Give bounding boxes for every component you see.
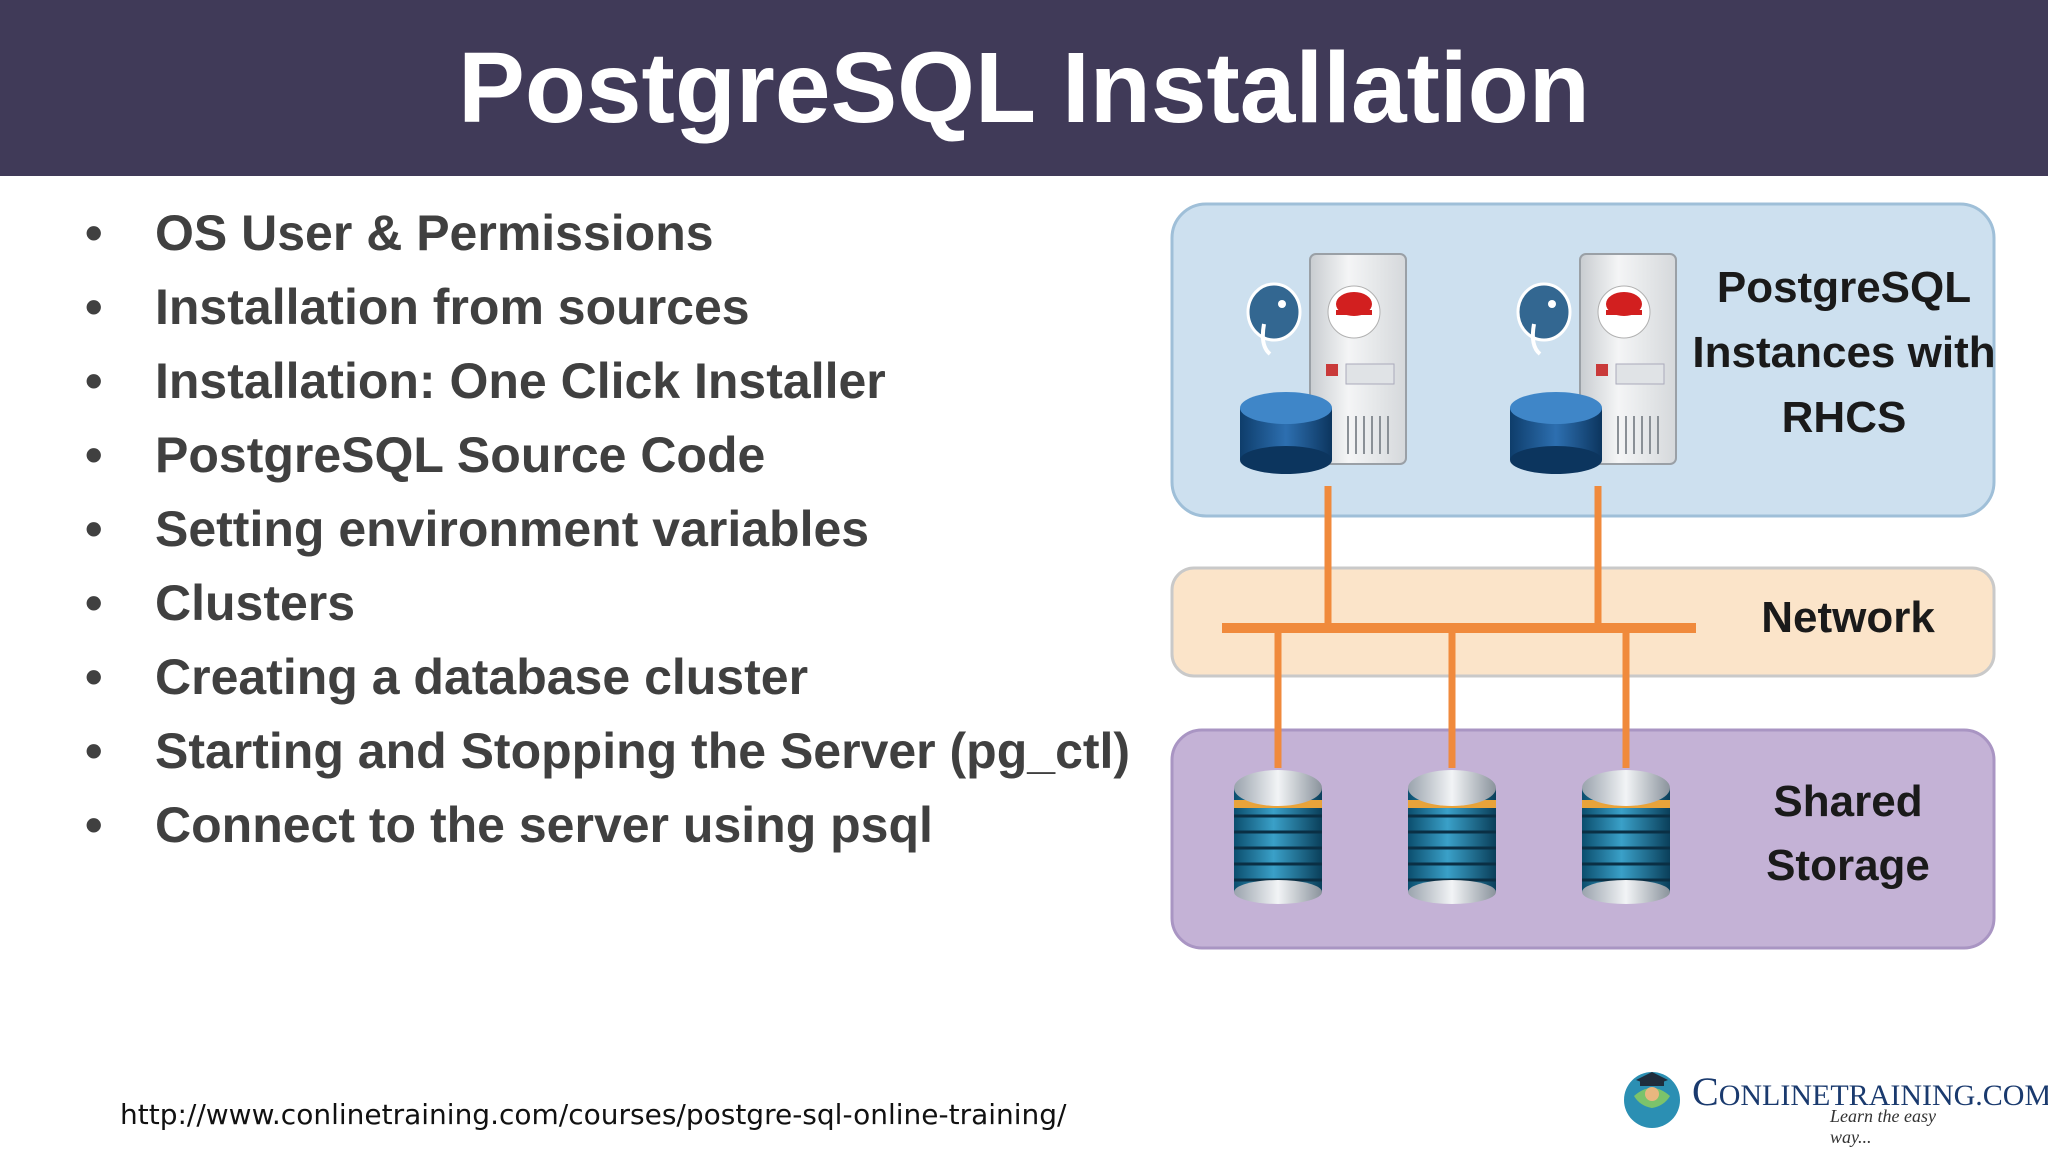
instances-label-line-3: RHCS bbox=[1782, 393, 1907, 442]
bullet-dot: • bbox=[85, 649, 103, 705]
instances-label-line-1: PostgreSQL bbox=[1717, 263, 1971, 312]
bullet-text: Installation: One Click Installer bbox=[155, 353, 886, 409]
bullet-dot: • bbox=[85, 797, 103, 853]
cluster-architecture-diagram: PostgreSQL Instances with RHCS Network S… bbox=[1170, 202, 1996, 950]
bullet-dot: • bbox=[85, 279, 103, 335]
redhat-logo-icon bbox=[1597, 285, 1651, 339]
bullet-dot: • bbox=[85, 353, 103, 409]
bullet-text: Starting and Stopping the Server (pg_ctl… bbox=[155, 723, 1131, 779]
storage-disk-1-icon bbox=[1234, 770, 1322, 904]
footer-url: http://www.conlinetraining.com/courses/p… bbox=[120, 1098, 1067, 1131]
title-bar bbox=[0, 0, 2048, 176]
database-icon bbox=[1240, 392, 1332, 474]
conlinetraining-logo: CONLINETRAINING.COM Learn the easy way..… bbox=[1620, 1062, 2048, 1147]
bullet-text: Setting environment variables bbox=[155, 501, 870, 557]
postgresql-elephant-icon bbox=[1516, 282, 1572, 356]
storage-disk-2-icon bbox=[1408, 770, 1496, 904]
redhat-logo-icon bbox=[1327, 285, 1381, 339]
logo-initial: C bbox=[1692, 1069, 1719, 1114]
bullet-text: Creating a database cluster bbox=[155, 649, 809, 705]
logo-rest: ONLINETRAINING.COM bbox=[1718, 1079, 2048, 1112]
postgresql-instance-1 bbox=[1240, 253, 1407, 474]
storage-label-line-1: Shared bbox=[1773, 777, 1922, 826]
database-icon bbox=[1510, 392, 1602, 474]
network-label: Network bbox=[1761, 593, 1935, 642]
network-connectors bbox=[1222, 486, 1696, 768]
bullet-text: Clusters bbox=[155, 575, 356, 631]
bullet-text: Installation from sources bbox=[155, 279, 750, 335]
logo-tagline: Learn the easy way... bbox=[1830, 1106, 1936, 1147]
storage-disk-3-icon bbox=[1582, 770, 1670, 904]
bullet-dot: • bbox=[85, 205, 103, 261]
bullet-dot: • bbox=[85, 575, 103, 631]
storage-label-line-2: Storage bbox=[1766, 841, 1930, 890]
bullet-text: Connect to the server using psql bbox=[155, 797, 933, 853]
postgresql-elephant-icon bbox=[1246, 282, 1302, 356]
bullet-dot: • bbox=[85, 501, 103, 557]
logo-name: CONLINETRAINING.COM bbox=[1692, 1068, 2048, 1115]
network-layer bbox=[1170, 566, 1996, 678]
postgresql-instance-2 bbox=[1510, 253, 1677, 474]
bullet-text: OS User & Permissions bbox=[155, 205, 714, 261]
bullet-dot: • bbox=[85, 723, 103, 779]
bullet-text: PostgreSQL Source Code bbox=[155, 427, 766, 483]
graduate-globe-icon bbox=[1624, 1072, 1680, 1128]
slide-title: PostgreSQL Installation bbox=[458, 32, 1590, 144]
instances-label-line-2: Instances with bbox=[1692, 328, 1995, 377]
bullet-dot: • bbox=[85, 427, 103, 483]
